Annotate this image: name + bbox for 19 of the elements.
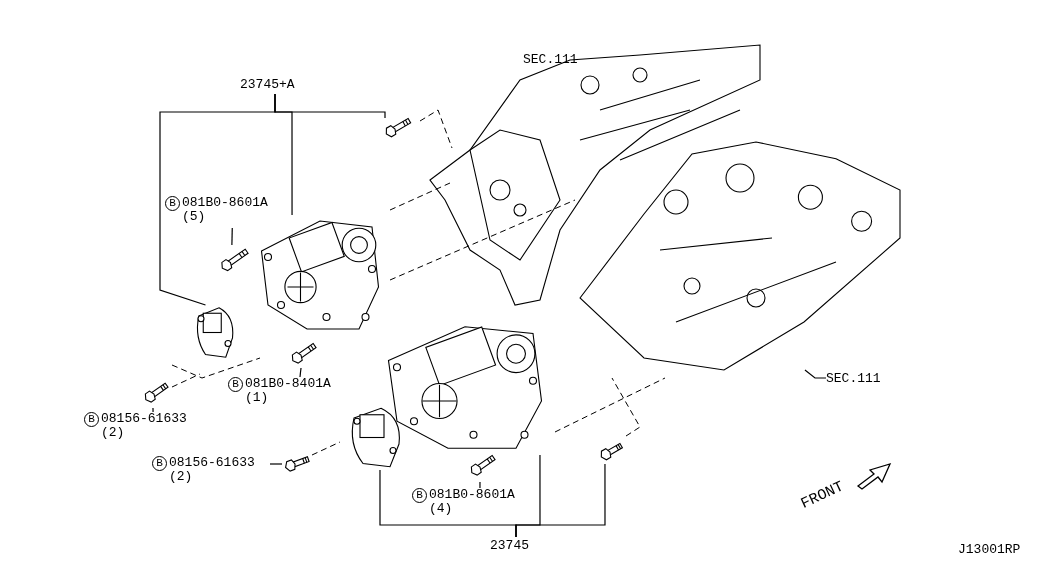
part-number: 081B0-8401A (1)	[245, 377, 332, 405]
leader-line	[152, 407, 154, 413]
leader-line	[231, 227, 233, 246]
part-number: 23745+A	[240, 76, 296, 94]
leader-line	[299, 367, 302, 378]
section-reference: SEC.111	[523, 52, 578, 67]
drawing-code: J13001RP	[958, 542, 1021, 557]
leader-line	[515, 463, 606, 538]
part-number: 23745	[490, 537, 530, 555]
leader-line	[269, 463, 283, 465]
leader-line	[274, 93, 386, 119]
bolt-drawing	[598, 440, 622, 464]
part-number: 08156-61633 (2)	[169, 456, 256, 484]
section-reference: SEC.111	[826, 370, 882, 388]
part-number: 081B0-8601A (5)	[182, 196, 269, 224]
part-number: 081B0-8601A (4)	[429, 488, 516, 516]
part-number: 08156-61633 (2)	[101, 412, 188, 440]
leader-line	[479, 481, 481, 489]
leader-line	[804, 369, 827, 379]
